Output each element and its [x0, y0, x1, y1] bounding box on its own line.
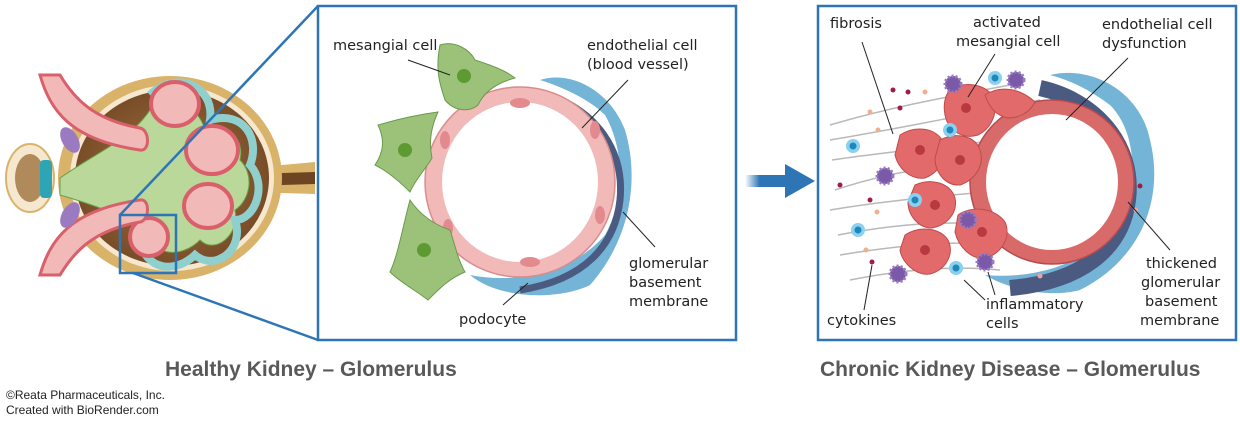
label-cells: cells [986, 316, 1019, 332]
ckd-detail-panel: fibrosis activated mesangial cell endoth… [816, 4, 1238, 342]
zoom-connector-line [119, 5, 319, 216]
label-fibrosis: fibrosis [830, 16, 882, 32]
mesangial-cell [374, 111, 439, 193]
capillary-loop [182, 182, 234, 230]
label-membrane: membrane [629, 294, 708, 310]
capillary-lumen [442, 102, 598, 262]
capillary-lumen [986, 114, 1118, 250]
podocyte-layer [136, 78, 263, 271]
afferent-arteriole [38, 73, 149, 152]
label-basement: basement [1145, 294, 1218, 310]
capillary-loop [184, 124, 240, 176]
label-basement: basement [629, 275, 702, 291]
mesangial-cell [437, 43, 517, 111]
inflammatory-cells-blue [846, 71, 1002, 275]
label-activated: activated [973, 15, 1041, 31]
cytokine-dots [837, 87, 1143, 279]
label-thickened: thickened [1146, 256, 1217, 272]
ckd-title: Chronic Kidney Disease – Glomerulus [820, 358, 1201, 381]
label-membrane: membrane [1140, 313, 1219, 329]
label-activated-mesangial-cell: mesangial cell [956, 34, 1060, 50]
zoom-region-box [118, 213, 178, 275]
arrow-shaft [745, 175, 787, 187]
macula-densa [40, 160, 52, 198]
healthy-kidney-title: Healthy Kidney – Glomerulus [165, 358, 457, 381]
label-inflammatory: inflammatory [986, 297, 1084, 313]
label-glomerular: glomerular [1141, 275, 1220, 291]
label-mesangial-cell: mesangial cell [333, 38, 437, 54]
biorender-credit: Created with BioRender.com [6, 403, 159, 417]
capillary-loop [128, 216, 170, 258]
kidney-glomerulus-overview [5, 5, 319, 342]
healthy-detail-panel: mesangial cell endothelial cell (blood v… [316, 4, 738, 342]
transition-arrow [745, 164, 815, 198]
label-endothelial-cell: endothelial cell [1102, 17, 1213, 33]
label-endothelial-cell: endothelial cell [587, 38, 698, 54]
inflammatory-cells-purple [875, 70, 1026, 284]
label-glomerular: glomerular [629, 256, 708, 272]
capillary-loop [149, 80, 201, 128]
copyright-credit: ©Reata Pharmaceuticals, Inc. [6, 388, 165, 402]
arrow-head-icon [785, 164, 815, 198]
zoom-connector-line [132, 271, 319, 342]
label-podocyte: podocyte [459, 312, 526, 328]
label-blood-vessel: (blood vessel) [587, 57, 689, 73]
label-dysfunction: dysfunction [1102, 36, 1187, 52]
label-cytokines: cytokines [827, 313, 896, 329]
mesangial-cell [389, 198, 466, 301]
